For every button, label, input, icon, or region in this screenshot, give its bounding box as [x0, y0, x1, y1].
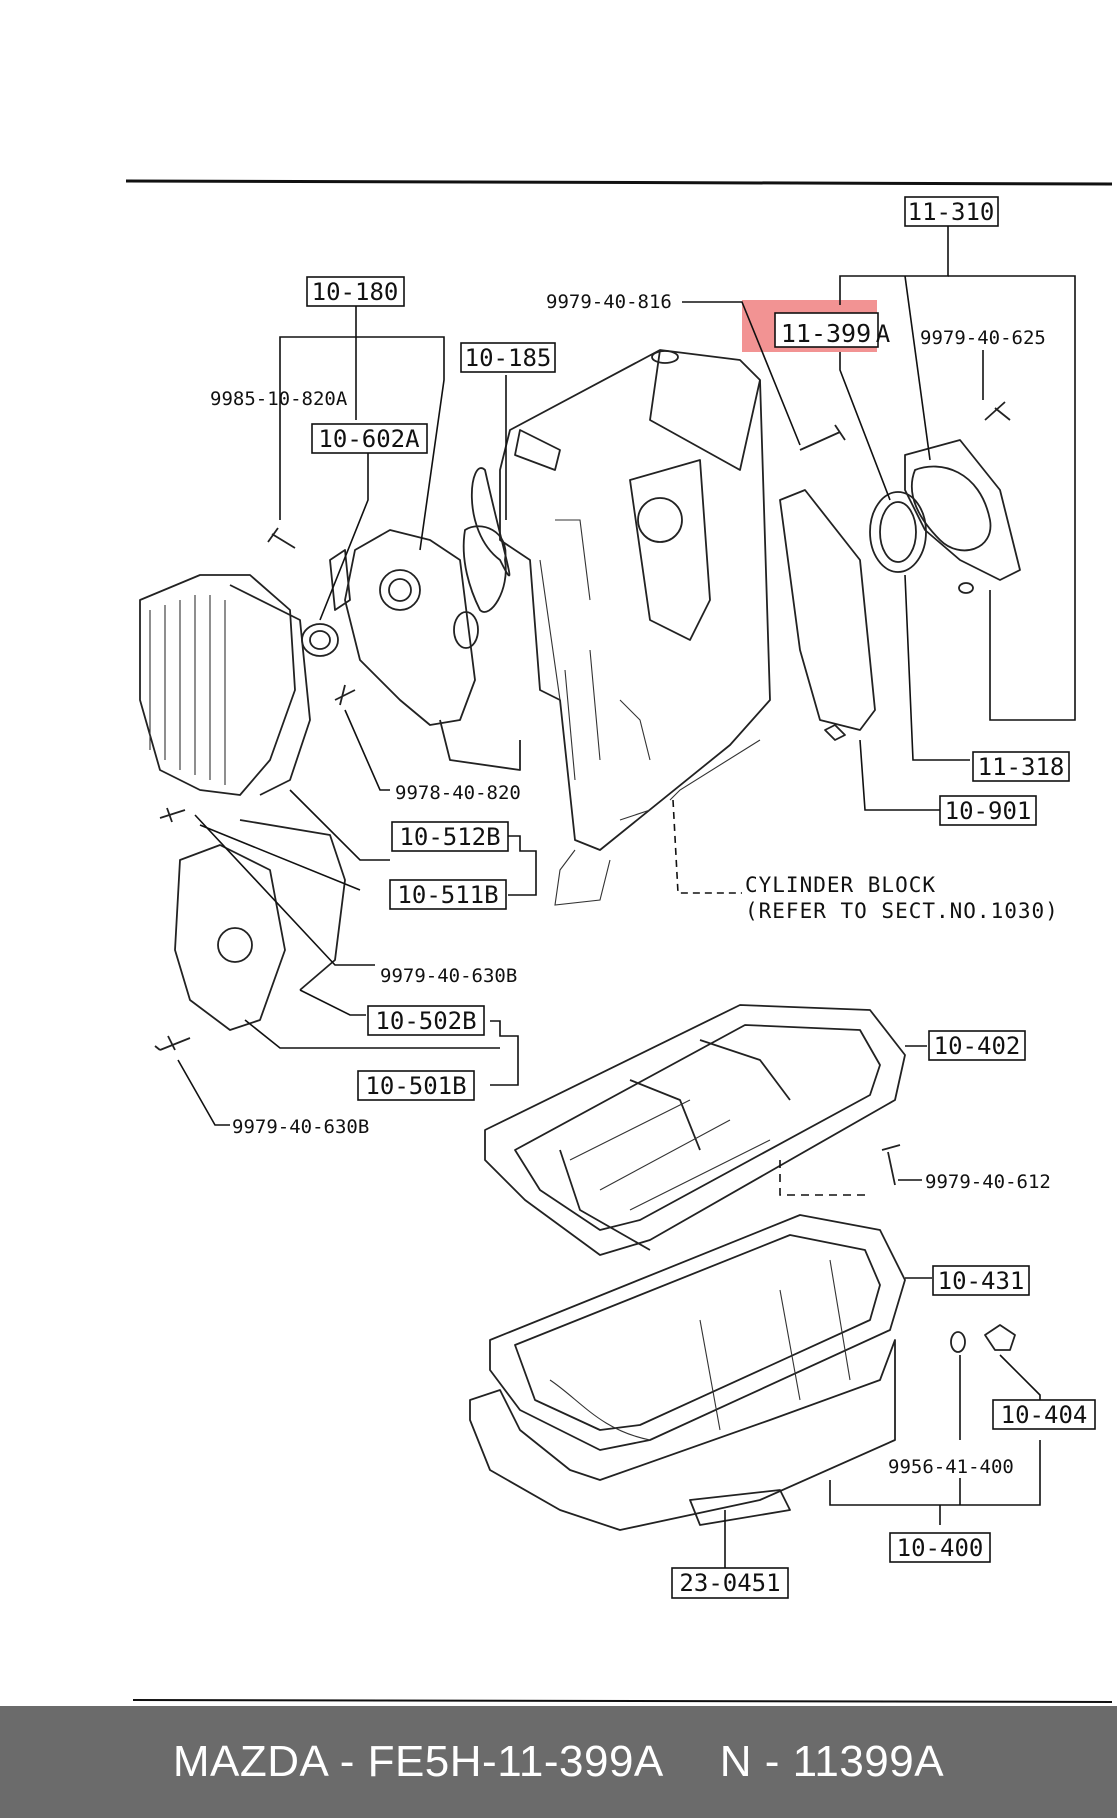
label-9979-40-816: 9979-40-816: [546, 291, 672, 313]
part-boxes: [306, 196, 1096, 1599]
label-10-501B: 10-501B: [365, 1072, 466, 1100]
label-9978-40-820: 9978-40-820: [395, 782, 521, 804]
label-10-180: 10-180: [312, 278, 399, 306]
label-9956-41-400: 9956-41-400: [888, 1456, 1014, 1478]
label-10-512B: 10-512B: [399, 823, 500, 851]
timing-cover-drawing: [139, 574, 346, 1051]
label-9985-10-820A: 9985-10-820A: [210, 388, 348, 410]
label-10-901: 10-901: [945, 797, 1032, 825]
label-9979-40-630B-lower: 9979-40-630B: [232, 1116, 369, 1138]
label-10-431: 10-431: [938, 1267, 1025, 1295]
label-9979-40-630B-upper: 9979-40-630B: [380, 965, 517, 987]
bottom-rule: [132, 1699, 1113, 1703]
footer-bar: MAZDA - FE5H-11-399A N - 11399A: [0, 1706, 1117, 1818]
label-cylinder-block: CYLINDER BLOCK: [745, 873, 936, 897]
oil-pan-drawing: [469, 1214, 1016, 1531]
cylinder-block-drawing: [470, 349, 846, 906]
label-11-318: 11-318: [978, 753, 1065, 781]
label-9979-40-612: 9979-40-612: [925, 1171, 1051, 1193]
footer-part-number: MAZDA - FE5H-11-399A: [172, 1737, 664, 1786]
label-10-185: 10-185: [465, 344, 552, 372]
label-10-404: 10-404: [1001, 1401, 1088, 1429]
label-11-399-suffix: A: [876, 320, 891, 348]
label-10-402: 10-402: [934, 1032, 1021, 1060]
label-cylinder-block-ref: (REFER TO SECT.NO.1030): [745, 899, 1059, 923]
label-23-0451: 23-0451: [679, 1569, 780, 1597]
rear-cover-drawing: [779, 401, 1021, 731]
parts-diagram: 11-310 10-180 10-185 10-602A 11-399 A 11…: [125, 179, 1113, 1703]
label-11-310: 11-310: [908, 198, 995, 226]
label-10-511B: 10-511B: [397, 881, 498, 909]
oil-pump-drawing: [267, 525, 521, 771]
footer-oem-number: N - 11399A: [719, 1737, 945, 1786]
label-10-602A: 10-602A: [318, 425, 420, 453]
label-10-400: 10-400: [897, 1534, 984, 1562]
oil-pan-baffle-drawing: [484, 1004, 906, 1256]
label-11-399: 11-399: [781, 319, 871, 348]
label-10-502B: 10-502B: [375, 1007, 476, 1035]
label-9979-40-625: 9979-40-625: [920, 327, 1046, 349]
top-rule: [125, 179, 1113, 186]
leader-lines: [177, 226, 1076, 1568]
